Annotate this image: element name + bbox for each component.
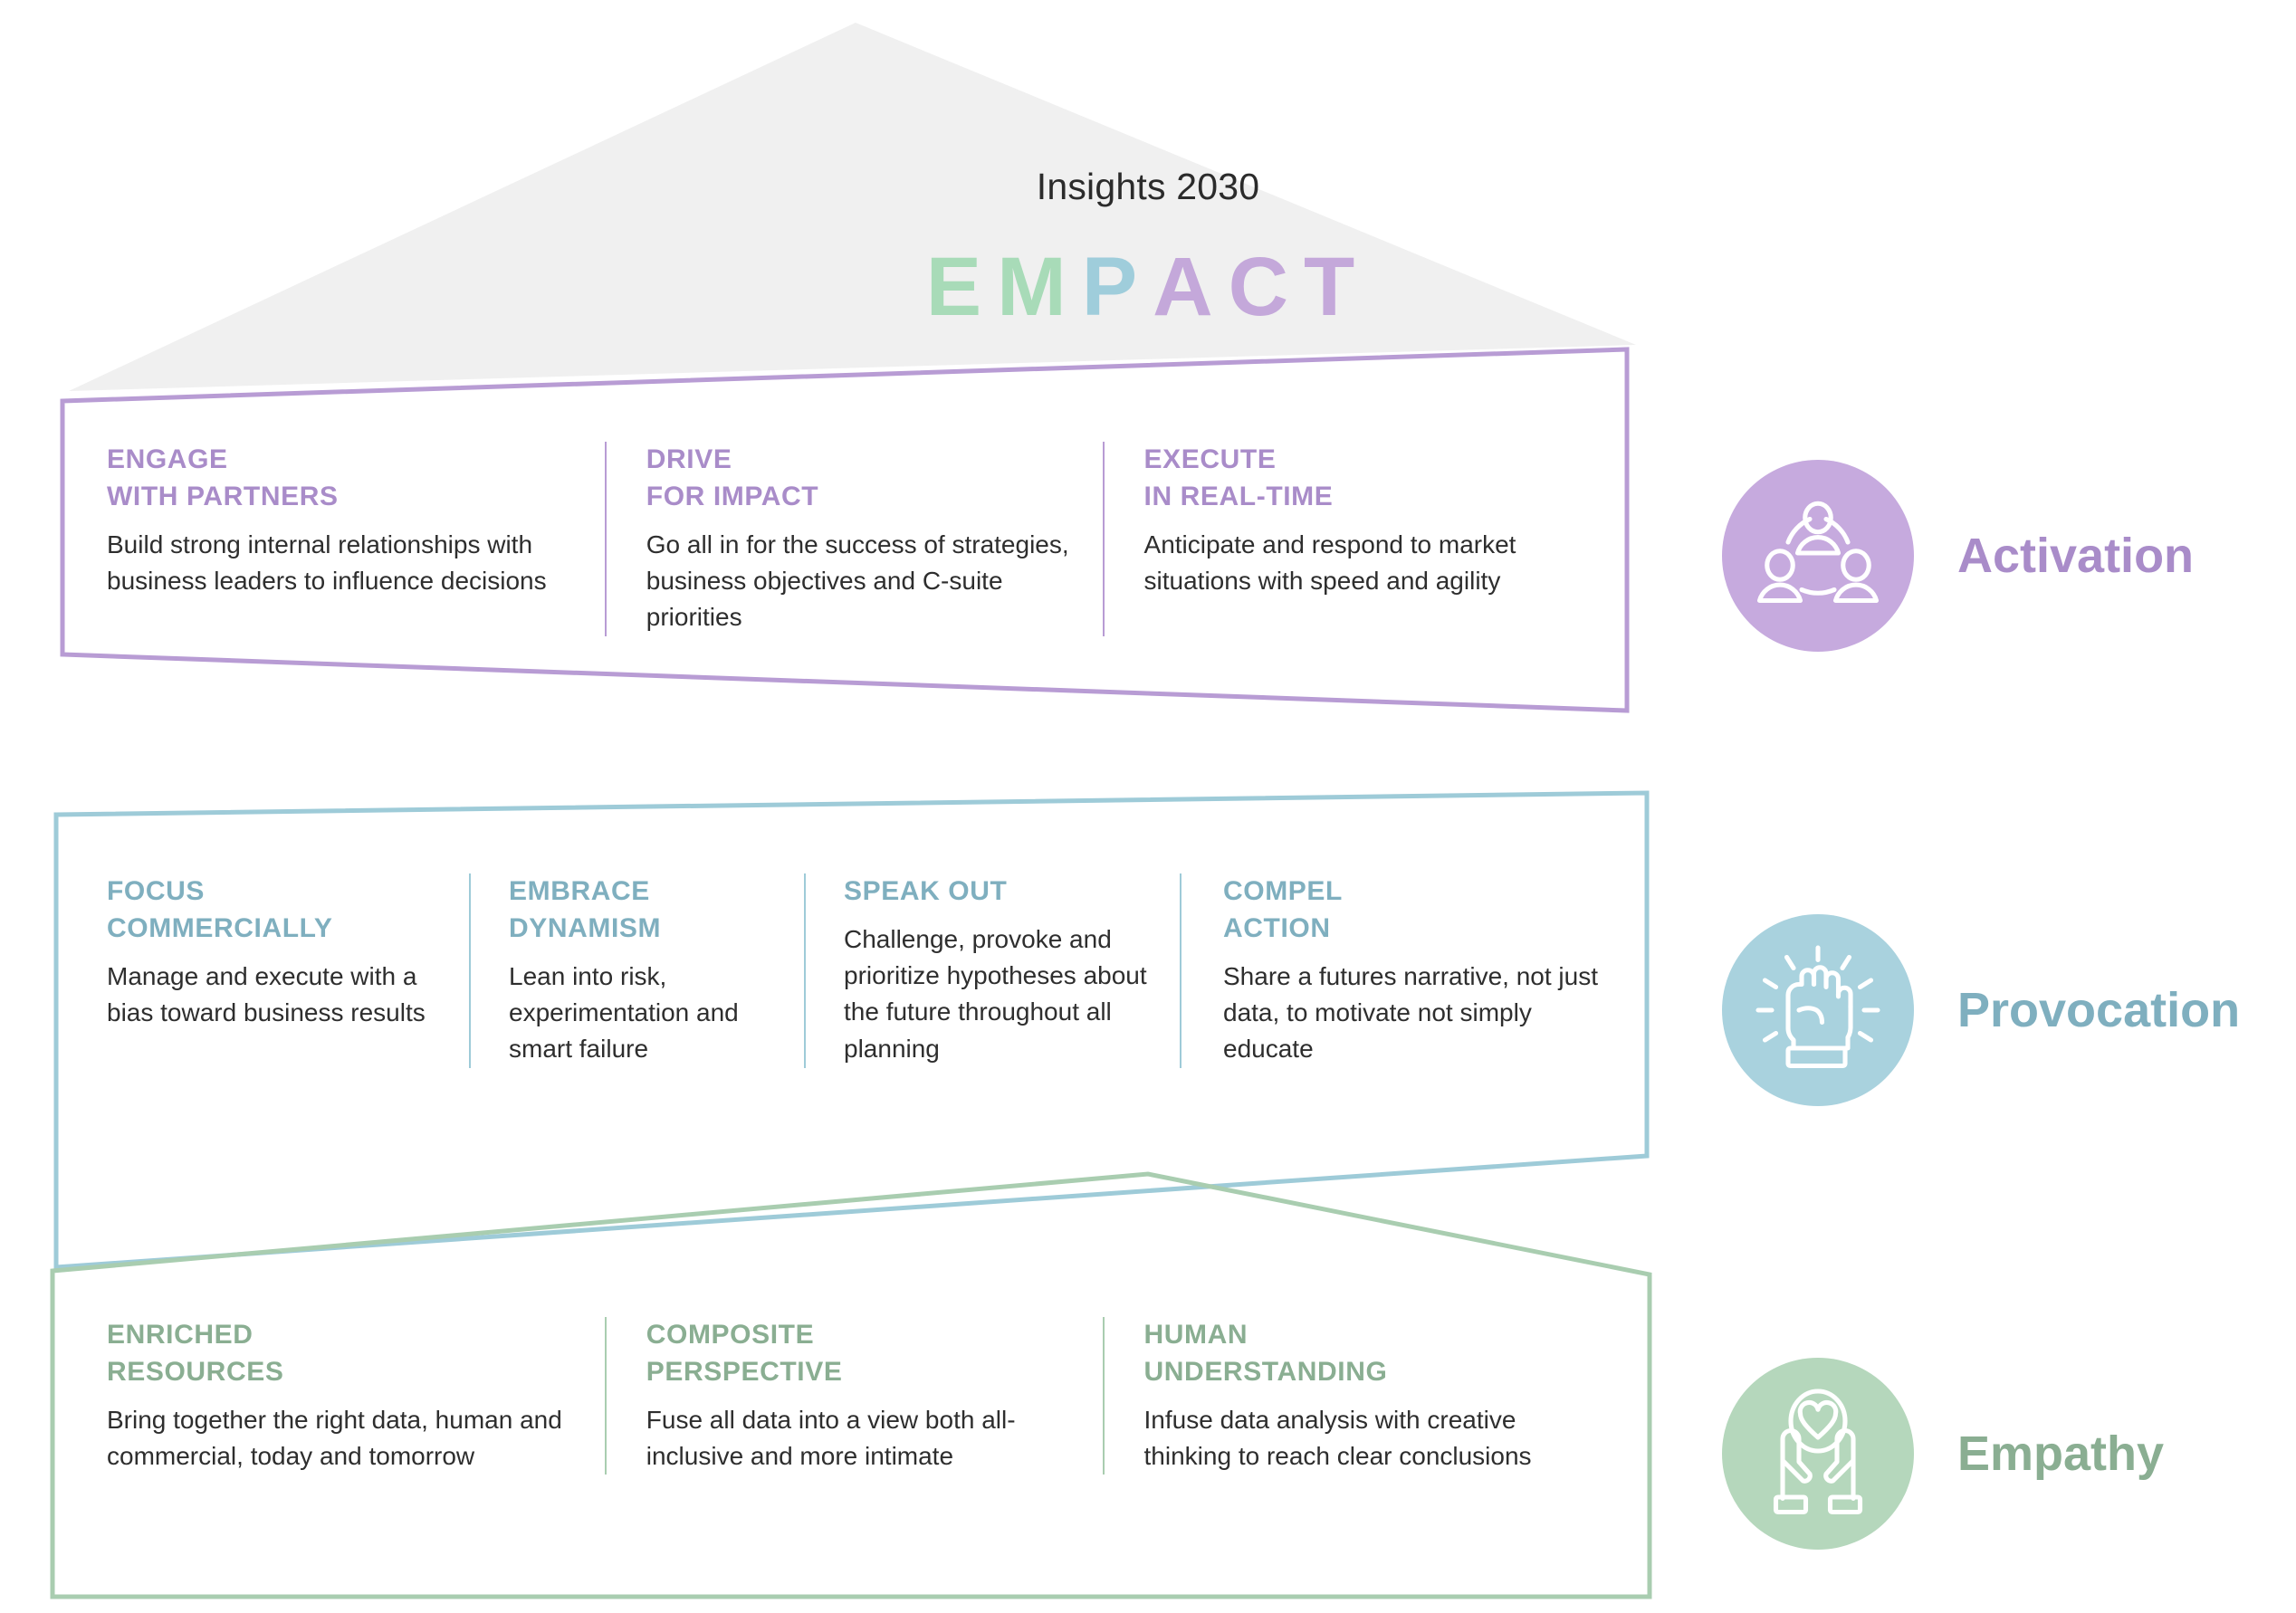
card-description: Lean into risk, experimentation and smar… [509,961,739,1064]
provocation-badge [1722,914,1914,1106]
page-title: Insights 2030 [1036,166,1260,207]
column-divider [604,442,607,636]
pillar-label: Empathy [1957,1427,2165,1481]
card-description: Challenge, provoke and prioritize hypoth… [844,924,1147,1063]
card-focus-commercially: FOCUS COMMERCIALLY Manage and execute wi… [107,873,469,1068]
card-compel-action: COMPEL ACTION Share a futures narrative,… [1180,873,1605,1068]
card-description: Infuse data analysis with creative think… [1143,1405,1532,1470]
column-divider [804,873,806,1068]
card-title: ENGAGE WITH PARTNERS [107,444,339,511]
card-human-understanding: HUMAN UNDERSTANDING Infuse data analysis… [1102,1317,1592,1475]
column-divider [469,873,471,1068]
provocation-columns: FOCUS COMMERCIALLY Manage and execute wi… [107,873,1646,1068]
wordmark-letter-3: A [1153,241,1229,333]
card-description: Build strong internal relationships with… [107,530,547,595]
pillar-label: Activation [1957,529,2195,583]
raised-fist-icon [1755,945,1880,1069]
wordmark-letter-1: M [997,241,1082,333]
column-divider [1102,442,1105,636]
activation-columns: ENGAGE WITH PARTNERS Build strong intern… [107,442,1592,636]
card-embrace-dynamism: EMBRACE DYNAMISM Lean into risk, experim… [469,873,804,1068]
activation-badge [1722,460,1914,652]
hands-heart-icon [1773,1389,1863,1515]
empact-wordmark: EMPACT [0,240,2296,335]
card-title: EXECUTE IN REAL-TIME [1143,444,1334,511]
card-enriched-resources: ENRICHED RESOURCES Bring together the ri… [107,1317,605,1475]
wordmark-letter-2: P [1081,241,1153,333]
column-divider [604,1317,607,1475]
column-divider [1180,873,1181,1068]
pillar-empathy: Empathy [1722,1358,2164,1550]
card-title: SPEAK OUT [844,876,1008,906]
card-composite-perspective: COMPOSITE PERSPECTIVE Fuse all data into… [604,1317,1103,1475]
card-title: COMPOSITE PERSPECTIVE [646,1320,843,1387]
pillar-label: Provocation [1957,983,2241,1037]
people-network-icon [1756,501,1880,604]
empathy-badge [1722,1358,1914,1550]
pillar-provocation: Provocation [1722,914,2240,1106]
card-title: COMPEL ACTION [1223,876,1343,943]
column-divider [1102,1317,1105,1475]
card-execute-in-real-time: EXECUTE IN REAL-TIME Anticipate and resp… [1102,442,1592,636]
card-title: ENRICHED RESOURCES [107,1320,284,1387]
card-speak-out: SPEAK OUT Challenge, provoke and priorit… [804,873,1180,1068]
card-description: Bring together the right data, human and… [107,1405,562,1470]
card-description: Share a futures narrative, not just data… [1223,961,1598,1064]
card-title: HUMAN UNDERSTANDING [1143,1320,1388,1387]
card-drive-for-impact: DRIVE FOR IMPACT Go all in for the succe… [604,442,1103,636]
card-title: DRIVE FOR IMPACT [646,444,819,511]
card-description: Fuse all data into a view both all-inclu… [646,1405,1016,1470]
wordmark-letter-5: T [1304,241,1371,333]
wordmark-letter-4: C [1228,241,1305,333]
wordmark-letter-0: E [925,241,998,333]
card-engage-with-partners: ENGAGE WITH PARTNERS Build strong intern… [107,442,605,636]
card-title: FOCUS COMMERCIALLY [107,876,333,943]
card-description: Anticipate and respond to market situati… [1143,530,1516,595]
empathy-columns: ENRICHED RESOURCES Bring together the ri… [107,1317,1592,1475]
card-description: Go all in for the success of strategies,… [646,530,1069,632]
pillar-activation: Activation [1722,460,2194,652]
card-title: EMBRACE DYNAMISM [509,876,662,943]
card-description: Manage and execute with a bias toward bu… [107,961,426,1026]
